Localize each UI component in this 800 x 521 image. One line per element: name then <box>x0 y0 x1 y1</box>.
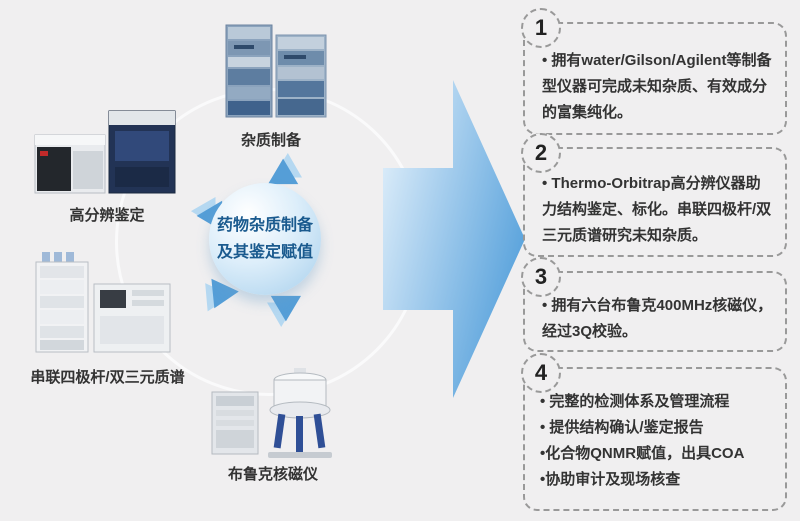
node-label-high-res-id: 高分辨鉴定 <box>69 207 145 224</box>
arrow-down-left-icon <box>194 275 239 320</box>
feature-text: • Thermo-Orbitrap高分辨仪器助力结构鉴定、标化。串联四极杆/双三… <box>542 175 772 244</box>
feature-text: • 拥有六台布鲁克400MHz核磁仪，经过3Q校验。 <box>542 297 773 340</box>
step-number-badge: 1 <box>521 8 561 48</box>
nmr-instrument-icon <box>211 368 332 458</box>
feature-panel-1: 1 • 拥有water/Gilson/Agilent等制备型仪器可完成未知杂质、… <box>521 8 787 135</box>
lcms-instrument-icon <box>35 252 171 353</box>
center-node: 药物杂质制备 及其鉴定赋值 <box>209 183 321 295</box>
feature-text: • 完整的检测体系及管理流程 <box>540 393 730 410</box>
node-label-impurity-prep: 杂质制备 <box>240 132 301 149</box>
feature-panel-body: • 拥有water/Gilson/Agilent等制备型仪器可完成未知杂质、有效… <box>525 24 785 132</box>
node-label-triple-quad: 串联四极杆/双三元质谱 <box>30 369 185 386</box>
arrow-down-icon <box>267 294 301 328</box>
step-number-badge: 3 <box>521 257 561 297</box>
center-label-line1: 药物杂质制备 <box>216 217 313 234</box>
step-number: 1 <box>534 15 548 40</box>
feature-panel-body: • 拥有六台布鲁克400MHz核磁仪，经过3Q校验。 <box>525 273 785 351</box>
step-number: 3 <box>534 264 548 289</box>
step-number-badge: 4 <box>521 353 561 393</box>
feature-panel-3: 3 • 拥有六台布鲁克400MHz核磁仪，经过3Q校验。 <box>521 257 787 352</box>
feature-panel-body: • Thermo-Orbitrap高分辨仪器助力结构鉴定、标化。串联四极杆/双三… <box>525 149 785 255</box>
step-number-badge: 2 <box>521 133 561 173</box>
feature-panel-body: • 完整的检测体系及管理流程 • 提供结构确认/鉴定报告 •化合物QNMR赋值，… <box>525 369 785 499</box>
step-number: 2 <box>534 140 548 165</box>
feature-text: • 拥有water/Gilson/Agilent等制备型仪器可完成未知杂质、有效… <box>542 52 772 121</box>
feature-panel-4: 4 • 完整的检测体系及管理流程 • 提供结构确认/鉴定报告 •化合物QNMR赋… <box>521 353 787 511</box>
feature-panel-2: 2 • Thermo-Orbitrap高分辨仪器助力结构鉴定、标化。串联四极杆/… <box>521 133 787 257</box>
hplc-prep-instrument-icon <box>225 24 327 118</box>
feature-text: •协助审计及现场核查 <box>540 471 681 488</box>
flow-right-arrow-icon <box>383 80 525 398</box>
arrow-up-icon <box>268 152 302 186</box>
center-label-line2: 及其鉴定赋值 <box>216 244 313 261</box>
feature-text: • 提供结构确认/鉴定报告 <box>540 419 704 436</box>
high-res-ms-instrument-icon <box>34 110 176 194</box>
step-number: 4 <box>534 360 548 385</box>
feature-text: •化合物QNMR赋值，出具COA <box>540 445 745 462</box>
node-label-bruker-nmr: 布鲁克核磁仪 <box>227 466 318 483</box>
